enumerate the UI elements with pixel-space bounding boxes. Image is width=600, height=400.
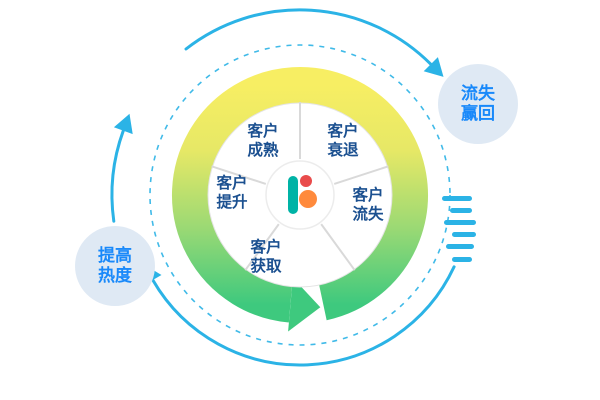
motion-dash <box>452 257 472 262</box>
sector-dividers <box>211 102 389 271</box>
sector-label-mature: 客户 <box>247 121 278 140</box>
dashed-orbit-circle <box>149 44 451 346</box>
badge-heat-label: 提高 <box>98 245 132 265</box>
sector-divider <box>244 223 280 271</box>
sector-label-churn: 流失 <box>352 204 384 223</box>
motion-dash <box>452 232 476 237</box>
sector-divider <box>333 165 389 185</box>
top-arc-arrowhead-icon <box>423 57 444 77</box>
lifecycle-gradient-ring <box>171 67 428 323</box>
sector-label-mature: 成熟 <box>247 140 279 159</box>
motion-dash <box>450 208 472 213</box>
sector-labels: 客户 成熟 客户 衰退 客户 流失 客户 获取 客户 提升 <box>216 121 384 275</box>
logo-orange-dot <box>299 190 317 208</box>
sector-divider <box>211 165 267 185</box>
sector-divider <box>320 223 356 271</box>
sector-label-decline: 客户 <box>327 121 358 140</box>
motion-dashes-icon <box>442 196 476 262</box>
left-arc-arrowhead-icon <box>113 113 133 135</box>
sector-label-improve: 客户 <box>216 173 247 192</box>
badge-winback-label: 赢回 <box>461 103 495 123</box>
sector-label-churn: 客户 <box>352 185 383 204</box>
motion-dash <box>442 196 472 201</box>
badge-winback-circle <box>438 64 518 144</box>
sector-label-acquire: 获取 <box>250 257 282 275</box>
logo-red-dot <box>300 175 312 187</box>
logo-teal-bar <box>288 176 298 214</box>
top-cycle-arc <box>184 8 433 66</box>
badge-increase-heat: 提高 热度 <box>75 226 155 306</box>
bottom-cycle-arc <box>151 265 456 367</box>
sector-label-improve: 提升 <box>216 193 248 211</box>
badge-winback-label: 流失 <box>461 83 496 103</box>
badge-heat-label: 热度 <box>98 265 133 285</box>
motion-dash <box>444 220 476 225</box>
left-cycle-arc <box>110 129 125 223</box>
brand-logo-icon <box>288 175 317 214</box>
badge-churn-winback: 流失 赢回 <box>438 64 518 144</box>
motion-dash <box>446 244 474 249</box>
sector-label-acquire: 客户 <box>250 237 281 256</box>
sector-label-decline: 衰退 <box>326 140 359 159</box>
ring-arrowhead-icon <box>288 277 321 332</box>
badge-heat-circle <box>75 226 155 306</box>
